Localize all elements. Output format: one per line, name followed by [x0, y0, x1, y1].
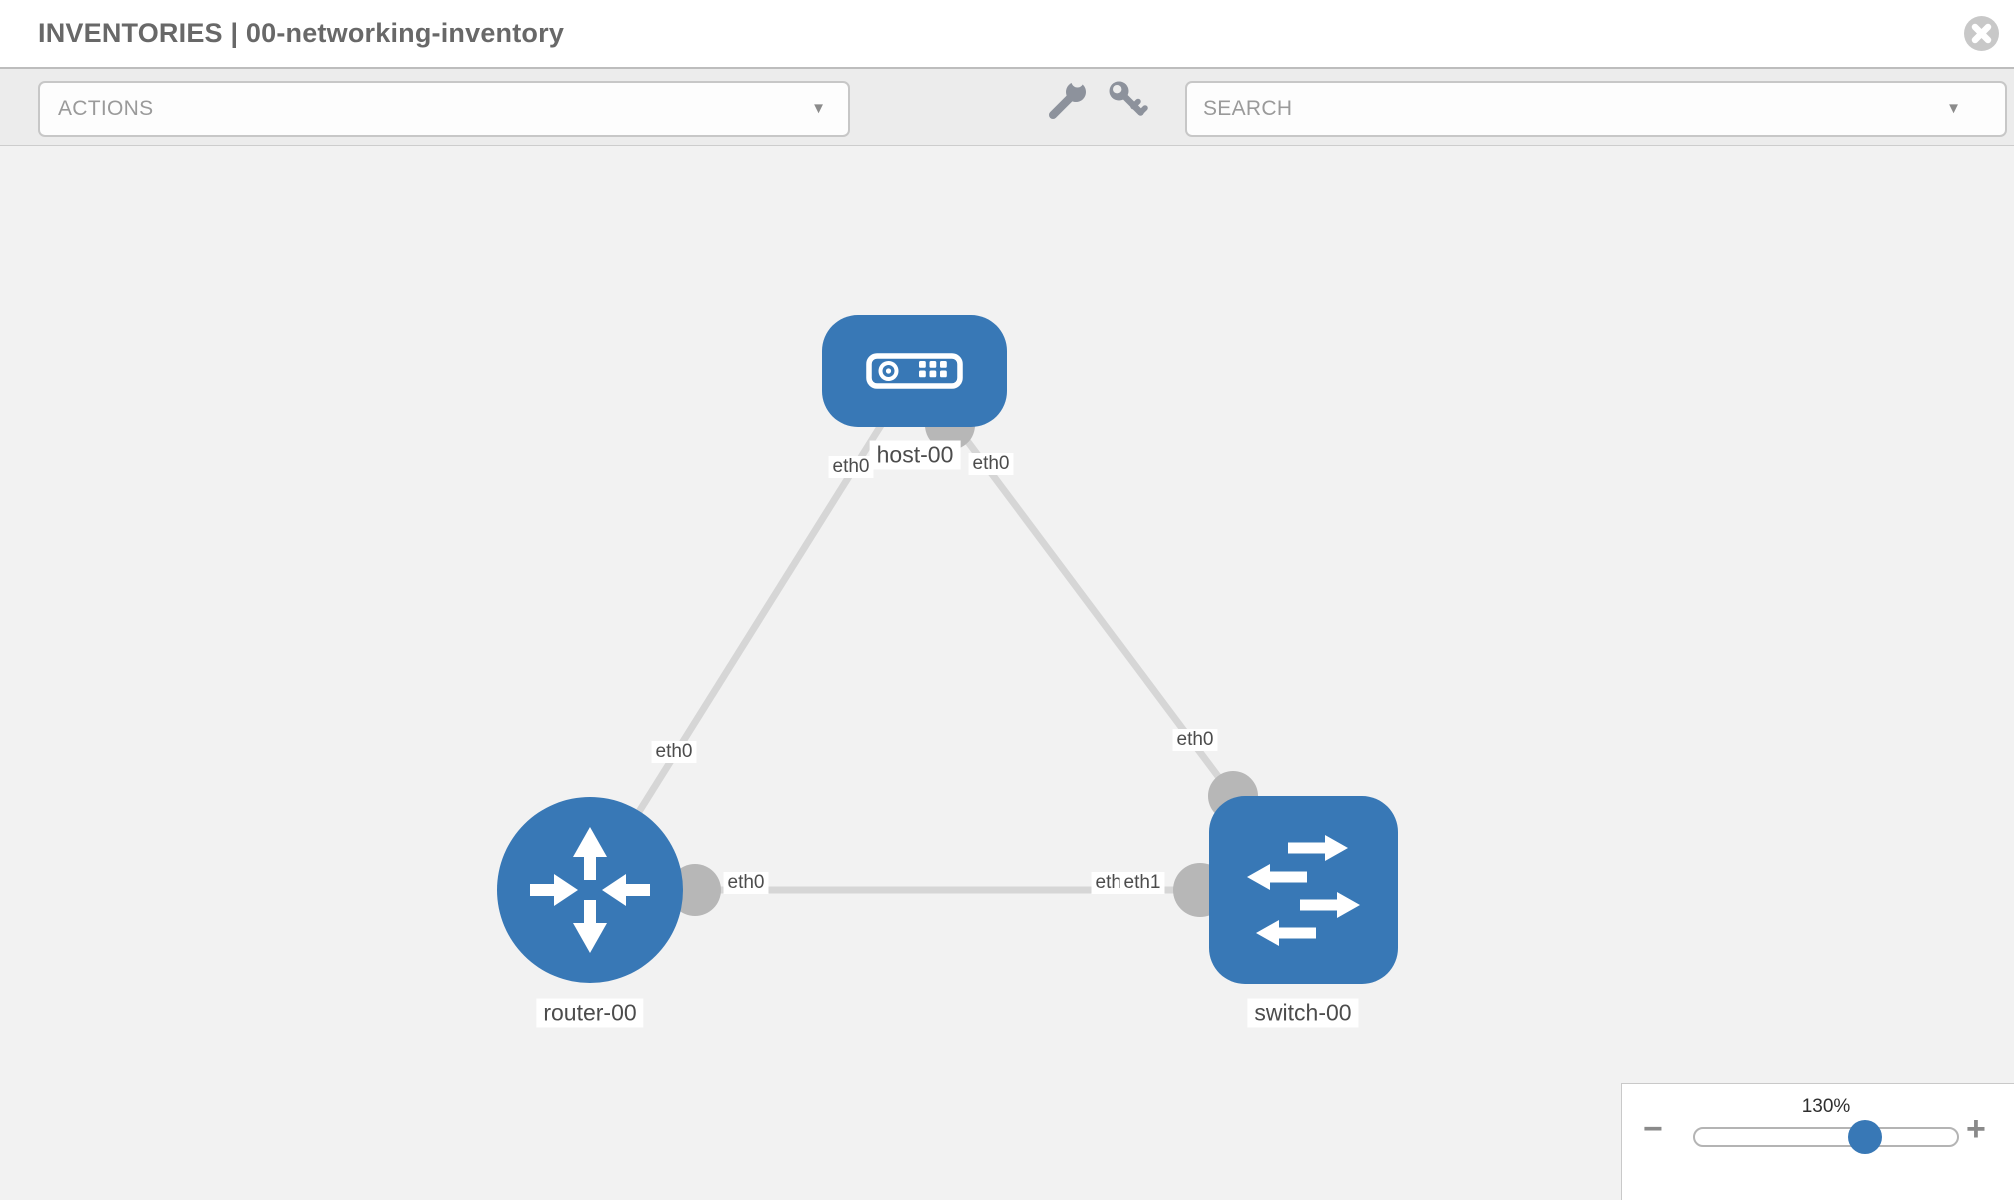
wrench-icon — [1049, 75, 1086, 119]
actions-dropdown[interactable]: ACTIONS ▼ — [38, 81, 850, 137]
iface-label-host-eth0-left: eth0 — [828, 456, 874, 478]
iface-label-router-eth0-top: eth0 — [651, 741, 697, 763]
zoom-out-button[interactable]: − — [1643, 1110, 1663, 1148]
chevron-down-icon: ▼ — [1946, 100, 1961, 117]
tools-wrench-button[interactable] — [1046, 75, 1090, 135]
iface-label-router-eth0-mid: eth0 — [723, 872, 769, 894]
link-endpoints-layer — [669, 400, 1258, 917]
search-input[interactable] — [1203, 83, 1903, 135]
zoom-in-button[interactable]: + — [1966, 1110, 1986, 1148]
zoom-panel: 130% − + — [1621, 1083, 2014, 1200]
key-button[interactable] — [1104, 79, 1148, 135]
header: INVENTORIES | 00-networking-inventory — [0, 0, 2014, 67]
iface-label-host-eth0-right: eth0 — [968, 453, 1014, 475]
iface-label-switch-eth1-front: eth1 — [1119, 872, 1165, 894]
zoom-slider-thumb[interactable] — [1848, 1120, 1882, 1154]
chevron-down-icon: ▼ — [811, 100, 826, 117]
node-switch-00[interactable] — [1209, 796, 1398, 984]
server-icon — [866, 353, 963, 389]
topology-svg — [497, 315, 1398, 984]
node-label-switch-00: switch-00 — [1247, 998, 1359, 1028]
switch-icon — [1247, 835, 1360, 946]
node-label-router-00: router-00 — [536, 998, 644, 1028]
node-host-00[interactable] — [822, 315, 1007, 427]
iface-label-switch-eth0-top: eth0 — [1172, 729, 1218, 751]
zoom-slider[interactable] — [1693, 1120, 1959, 1154]
close-button[interactable] — [1963, 15, 2000, 52]
topology-canvas[interactable] — [0, 146, 2014, 1200]
page-title: INVENTORIES | 00-networking-inventory — [38, 18, 565, 48]
key-icon — [1109, 81, 1148, 116]
close-icon — [1964, 16, 1999, 51]
search-dropdown[interactable]: ▼ — [1185, 81, 2007, 137]
zoom-level: 130% — [1801, 1096, 1851, 1117]
toolbar: ACTIONS ▼ ▼ — [0, 67, 2014, 146]
node-label-host-00: host-00 — [869, 440, 961, 470]
router-icon — [530, 827, 650, 953]
node-router-00[interactable] — [497, 797, 683, 983]
actions-dropdown-label: ACTIONS — [58, 97, 154, 120]
